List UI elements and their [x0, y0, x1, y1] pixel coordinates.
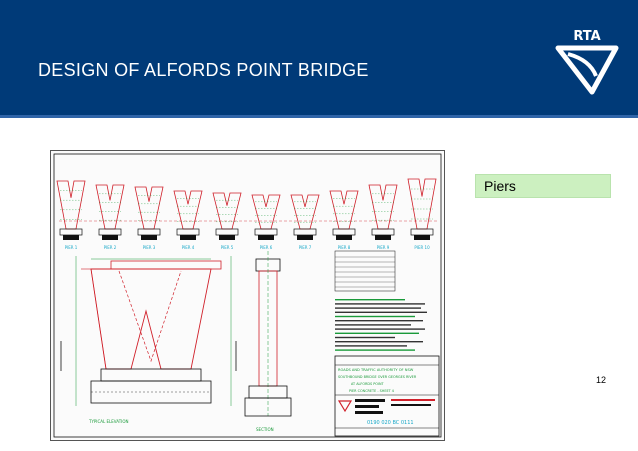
pier-7-elevation: [290, 194, 320, 240]
notes-region: [334, 250, 427, 351]
slide-title: DESIGN OF ALFORDS POINT BRIDGE: [38, 60, 369, 80]
pier-elevation-row: [56, 178, 437, 240]
piers-label-box: Piers: [475, 174, 611, 198]
header-rule: [0, 115, 638, 118]
title-block: ROADS AND TRAFFIC AUTHORITY OF NSW SOUTH…: [334, 355, 440, 437]
pier-label: PIER 10: [414, 245, 430, 250]
logo-text: RTA: [573, 29, 600, 44]
pier-6-elevation: [251, 194, 281, 240]
pier-label: PIER 4: [182, 245, 195, 250]
pier-label: PIER 7: [299, 245, 312, 250]
piers-label: Piers: [484, 178, 516, 194]
title-block-location: AT ALFORDS POINT: [351, 382, 384, 386]
pier-1-elevation: [56, 180, 86, 240]
pier-8-elevation: [329, 190, 359, 240]
pier-5-elevation: [212, 192, 242, 240]
pier-drawing-svg: PIER 1 PIER 2 PIER 3 PIER 4 PIER 5 PIER 6 PIER…: [53, 153, 442, 438]
pier-2-elevation: [95, 184, 125, 240]
section-label: SECTION: [256, 427, 274, 432]
title-block-project: SOUTHBOUND BRIDGE OVER GEORGES RIVER: [338, 375, 417, 379]
typical-elevation-drawing: TYPICAL ELEVATION: [60, 256, 237, 424]
pier-section-drawing: SECTION: [244, 251, 292, 432]
pier-9-elevation: [368, 184, 398, 240]
pier-label: PIER 2: [104, 245, 117, 250]
pier-label: PIER 3: [143, 245, 156, 250]
pier-10-elevation: [407, 178, 437, 240]
drawing-number: 0190 020 BC 0111: [367, 420, 414, 426]
rta-logo-icon: RTA: [555, 29, 619, 95]
pier-labels-row: PIER 1 PIER 2 PIER 3 PIER 4 PIER 5 PIER 6 PIER…: [65, 245, 430, 250]
pier-label: PIER 5: [221, 245, 234, 250]
title-block-authority: ROADS AND TRAFFIC AUTHORITY OF NSW: [338, 368, 414, 372]
pier-label: PIER 8: [338, 245, 351, 250]
pier-label: PIER 1: [65, 245, 78, 250]
slide-header: DESIGN OF ALFORDS POINT BRIDGE RTA: [0, 0, 638, 115]
pier-3-elevation: [134, 186, 164, 240]
title-block-sheet: PIER CONCRETE - SHEET 4: [349, 389, 394, 393]
typical-elevation-label: TYPICAL ELEVATION: [88, 419, 128, 424]
engineering-drawing: PIER 1 PIER 2 PIER 3 PIER 4 PIER 5 PIER 6 PIER…: [50, 150, 445, 441]
page-number: 12: [596, 375, 607, 385]
pier-label: PIER 9: [377, 245, 390, 250]
pier-label: PIER 6: [260, 245, 273, 250]
pier-4-elevation: [173, 190, 203, 240]
